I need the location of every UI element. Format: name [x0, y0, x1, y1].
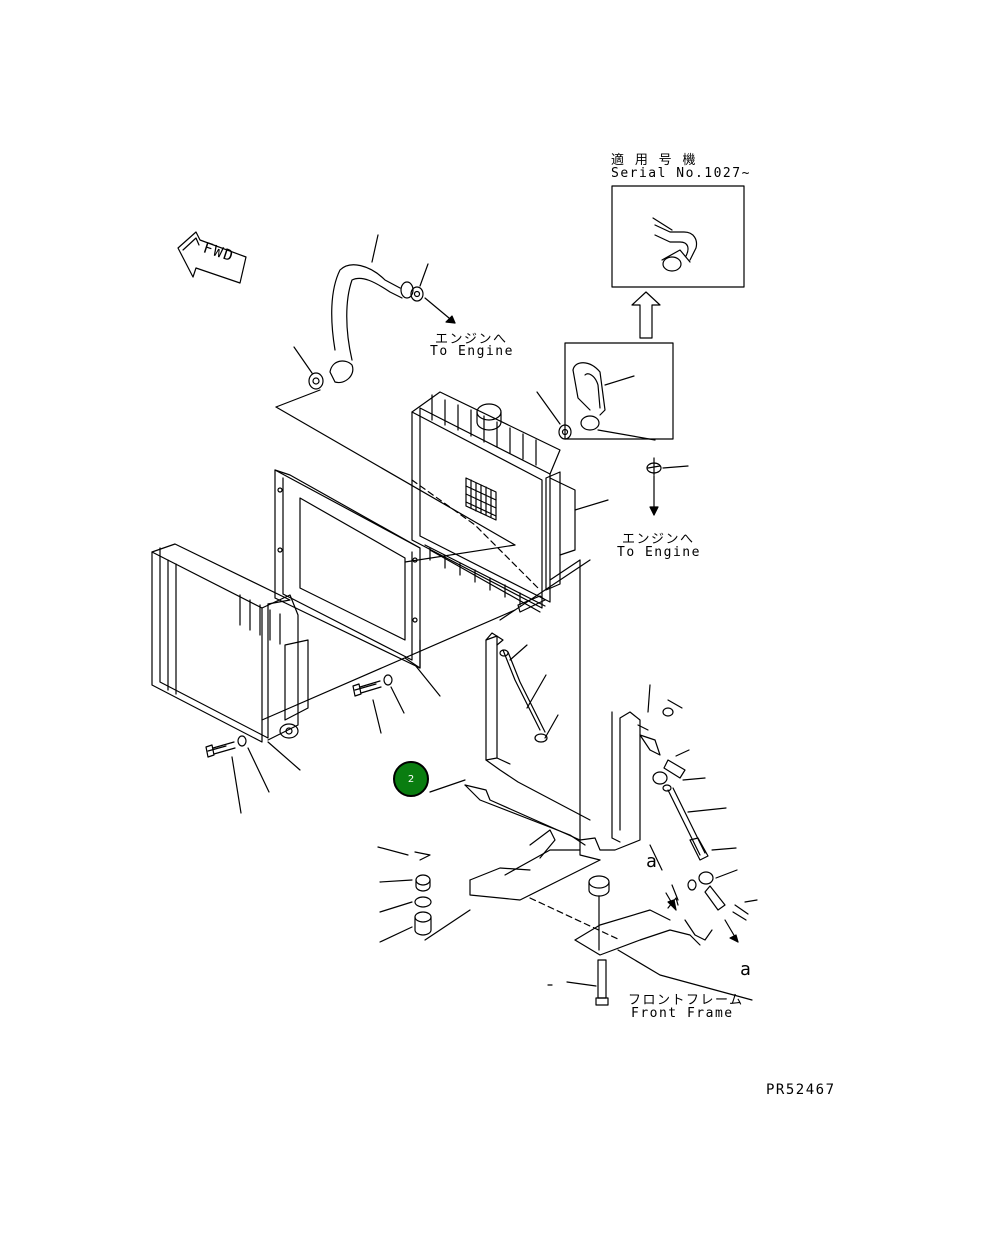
small-parts-left: [414, 851, 471, 941]
ref-letter-a-lower: a: [740, 959, 751, 980]
drawing-number: PR52467: [766, 1082, 836, 1098]
front-frame-label-en: Front Frame: [631, 1006, 734, 1021]
bolts-left: [205, 674, 393, 758]
fwd-arrow: [177, 231, 247, 284]
callout-number: 2: [407, 773, 415, 785]
engine-label-right-en: To Engine: [617, 545, 701, 560]
alt-hose-box: [564, 342, 674, 441]
lower-mount: [469, 829, 753, 1006]
engine-label-top-en: To Engine: [430, 344, 514, 359]
serial-label-en: Serial No.1027~: [611, 166, 751, 181]
engine-label-right-jp: エンジンへ: [622, 532, 695, 547]
engine-label-top-jp: エンジンへ: [435, 332, 508, 347]
right-bracket-rod: [637, 707, 714, 885]
hose-clamps-right: [536, 391, 689, 516]
callout-2[interactable]: 2: [393, 761, 429, 797]
leader-lines: [231, 389, 758, 987]
upper-hose: [329, 234, 414, 384]
radiator-shroud: [274, 469, 421, 669]
up-arrow: [631, 291, 661, 339]
front-frame-label-jp: フロントフレーム: [628, 993, 744, 1008]
serial-box: [611, 185, 745, 288]
support-bracket: [464, 559, 641, 861]
serial-label-jp: 適 用 号 機: [611, 153, 697, 168]
oil-cooler: [151, 543, 309, 743]
radiator: [411, 391, 609, 613]
ref-letter-a-upper: a: [646, 851, 657, 872]
hose-clamps-upper: [293, 263, 429, 390]
